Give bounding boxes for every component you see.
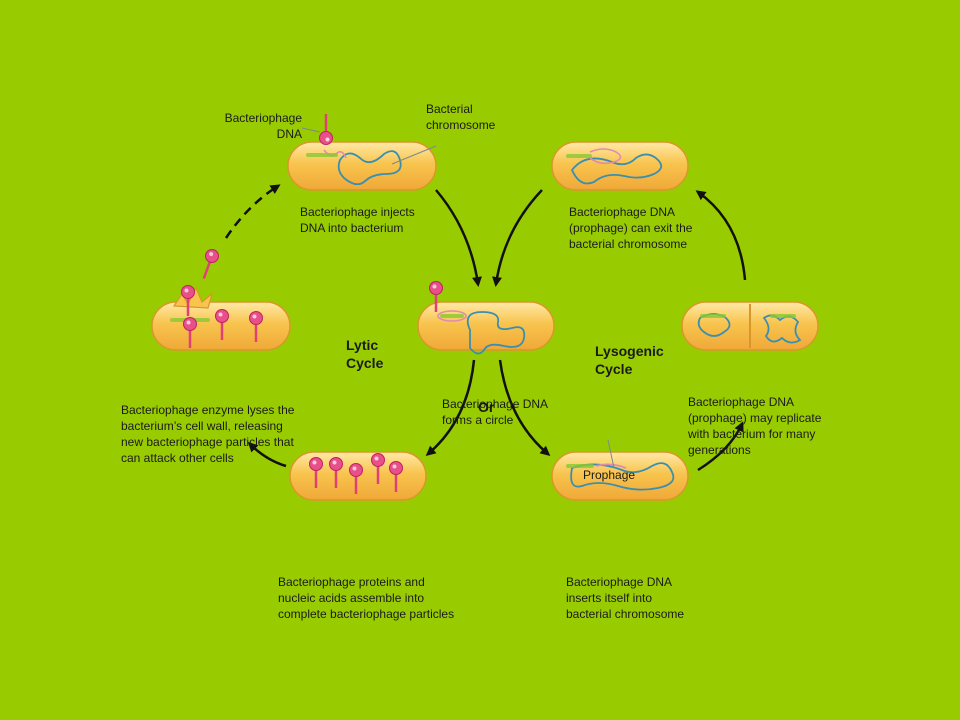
arrow-exit-to-circle [492,189,543,287]
arrow-inject-to-circle [435,189,482,287]
label-or: Or [478,399,495,415]
prophage-dna [595,463,627,469]
cell-injection [287,112,437,191]
label-bacteriophage-dna: Bacteriophage DNA [224,111,302,141]
label-forms-circle: Bacteriophage DNA forms a circle [442,397,549,427]
bacterial-chromosome [337,150,402,186]
label-inserts: Bacteriophage DNA inserts itself into ba… [566,575,685,621]
label-injects: Bacteriophage injects DNA into bacterium [300,205,415,235]
phage-icon [196,246,222,283]
cell-prophage [551,439,689,501]
prophage-dna [589,148,622,165]
cell-dividing [681,301,819,351]
label-lysogenic-cycle: Lysogenic Cycle [595,343,664,377]
cell-assembly [289,451,427,501]
label-prophage-replicate: Bacteriophage DNA (prophage) may replica… [688,395,822,457]
arrow-replicate-up [695,190,747,281]
label-prophage: Prophage [583,468,636,482]
label-assemble: Bacteriophage proteins and nucleic acids… [278,575,455,621]
arrow-circle-to-insert [498,359,551,456]
phage-icon [318,112,334,146]
arrow-phage-attach [224,184,281,239]
label-lyses: Bacteriophage enzyme lyses the bacterium… [121,403,295,465]
label-lytic-cycle: Lytic Cycle [346,337,384,371]
label-bacterial-chromosome: Bacterial chromosome [426,102,496,132]
label-prophage-exit: Bacteriophage DNA (prophage) can exit th… [569,205,693,251]
bacterial-chromosome [762,314,802,344]
bacterial-chromosome [466,311,526,355]
arrow-assemble-to-lysis [247,441,287,468]
cell-prophage-exit [551,141,689,191]
arrow-circle-to-assemble [425,359,476,456]
cell-lysis [151,246,291,351]
cell-dna-circle [417,280,555,355]
bacterial-chromosome [570,462,675,491]
bacterial-chromosome [570,153,663,185]
arrow-prophage-replicate [697,421,744,472]
circular-phage-dna [437,310,467,322]
